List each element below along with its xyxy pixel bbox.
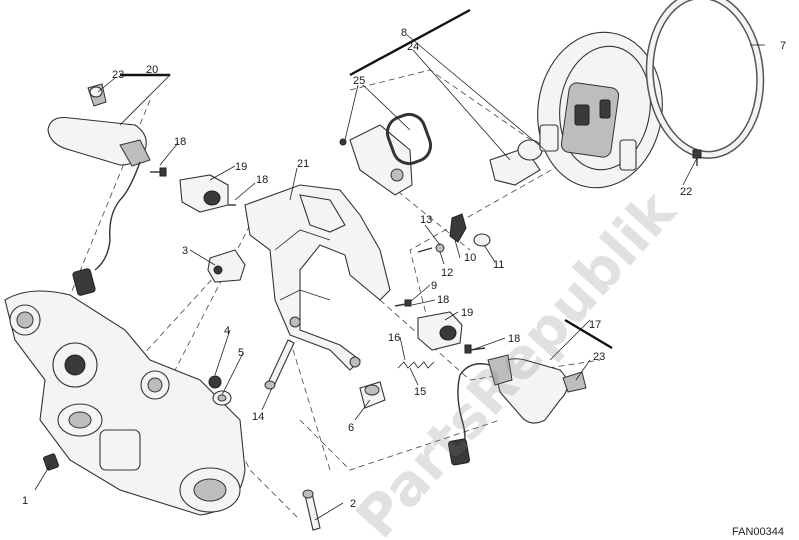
bulb-24 bbox=[489, 139, 543, 186]
washer-5 bbox=[212, 390, 232, 406]
watermark: PartsRepublik bbox=[344, 178, 689, 540]
callout-22: 22 bbox=[680, 186, 692, 198]
left-turn-indicator bbox=[47, 83, 151, 296]
callout-14: 14 bbox=[252, 411, 264, 423]
bolt-14 bbox=[264, 339, 295, 390]
rubber-grommet-6 bbox=[359, 381, 386, 409]
clip-13 bbox=[449, 213, 467, 243]
callout-16: 16 bbox=[388, 332, 400, 344]
triple-clamp bbox=[4, 290, 246, 516]
callout-17: 17 bbox=[589, 319, 601, 331]
screw-9 bbox=[394, 299, 412, 307]
callout-5: 5 bbox=[238, 347, 244, 359]
callout-20: 20 bbox=[146, 64, 158, 76]
callout-18-c: 18 bbox=[437, 294, 449, 306]
headlight-rim-7 bbox=[645, 0, 765, 159]
callout-18-b: 18 bbox=[256, 174, 268, 186]
rear-cover-25 bbox=[339, 112, 433, 196]
rubber-mount-19-upper bbox=[179, 174, 236, 213]
figure-code: FAN00344 bbox=[732, 526, 784, 538]
callout-21: 21 bbox=[297, 158, 309, 170]
callout-6: 6 bbox=[348, 422, 354, 434]
callout-19-a: 19 bbox=[235, 161, 247, 173]
screw-18-a bbox=[150, 167, 167, 177]
spring-16 bbox=[397, 361, 435, 369]
callout-8: 8 bbox=[401, 27, 407, 39]
rubber-damper-3 bbox=[207, 249, 246, 283]
nut-12 bbox=[435, 243, 445, 253]
spacer-11 bbox=[473, 233, 491, 247]
headlight-bracket-21 bbox=[244, 184, 391, 371]
callout-13: 13 bbox=[420, 214, 432, 226]
callout-18-d: 18 bbox=[508, 333, 520, 345]
callout-23-a: 23 bbox=[112, 69, 124, 81]
callout-10: 10 bbox=[464, 252, 476, 264]
screw-10 bbox=[417, 247, 433, 253]
callout-labels: 1 2 3 4 5 6 7 8 9 10 11 12 13 14 15 16 1… bbox=[22, 27, 786, 510]
callout-19-b: 19 bbox=[461, 307, 473, 319]
callout-25: 25 bbox=[353, 75, 365, 87]
callout-4: 4 bbox=[224, 325, 230, 337]
headlight-unit-8 bbox=[537, 31, 663, 189]
callout-12: 12 bbox=[441, 267, 453, 279]
callout-24: 24 bbox=[407, 41, 419, 53]
callout-7: 7 bbox=[780, 40, 786, 52]
callout-23-b: 23 bbox=[593, 351, 605, 363]
bolt-2 bbox=[302, 489, 321, 531]
bolt-1 bbox=[43, 453, 59, 471]
callout-1: 1 bbox=[22, 495, 28, 507]
callout-15: 15 bbox=[414, 386, 426, 398]
nut-4 bbox=[208, 375, 222, 389]
callout-18-a: 18 bbox=[174, 136, 186, 148]
right-turn-indicator bbox=[448, 344, 587, 466]
callout-11: 11 bbox=[493, 259, 504, 271]
rubber-mount-19-lower bbox=[417, 311, 463, 351]
callout-2: 2 bbox=[350, 498, 356, 510]
callout-3: 3 bbox=[182, 245, 188, 257]
callout-9: 9 bbox=[431, 280, 437, 292]
leader-lines bbox=[34, 34, 765, 521]
